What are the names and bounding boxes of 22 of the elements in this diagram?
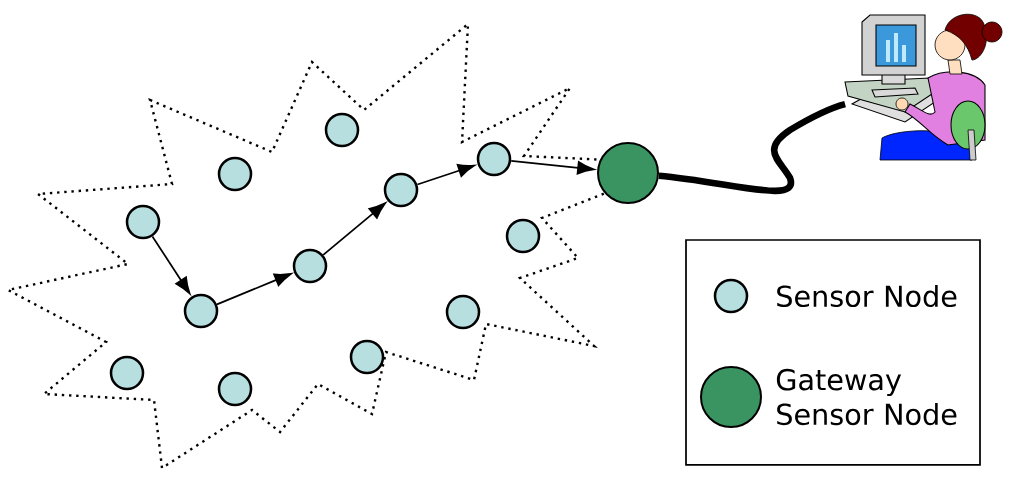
gateway-node-circle <box>597 142 659 204</box>
sensor-node-circle <box>109 355 145 391</box>
legend-label: Gateway Sensor Node <box>776 368 957 426</box>
sensor-node-circle <box>183 293 219 329</box>
sensor-node-circle <box>292 248 328 284</box>
sensor-node-circle <box>445 294 481 330</box>
sensor-node-circle <box>217 371 253 407</box>
sensor-node-circle <box>217 156 253 192</box>
arrow <box>510 159 595 175</box>
sensor-node-circle <box>476 141 512 177</box>
sensor-node-circle <box>383 172 419 208</box>
cable <box>658 100 846 195</box>
arrow <box>151 235 191 295</box>
sensor-node-circle <box>125 204 161 240</box>
legend-label: Sensor Node <box>777 284 957 308</box>
arrow <box>322 202 386 256</box>
sensor-node-circle <box>349 339 385 375</box>
arrow <box>416 164 476 186</box>
sensor-node-circle <box>505 218 541 254</box>
sensor-node-circle <box>324 112 360 148</box>
arrow <box>216 273 292 306</box>
person-at-computer-drawing <box>844 13 1003 161</box>
